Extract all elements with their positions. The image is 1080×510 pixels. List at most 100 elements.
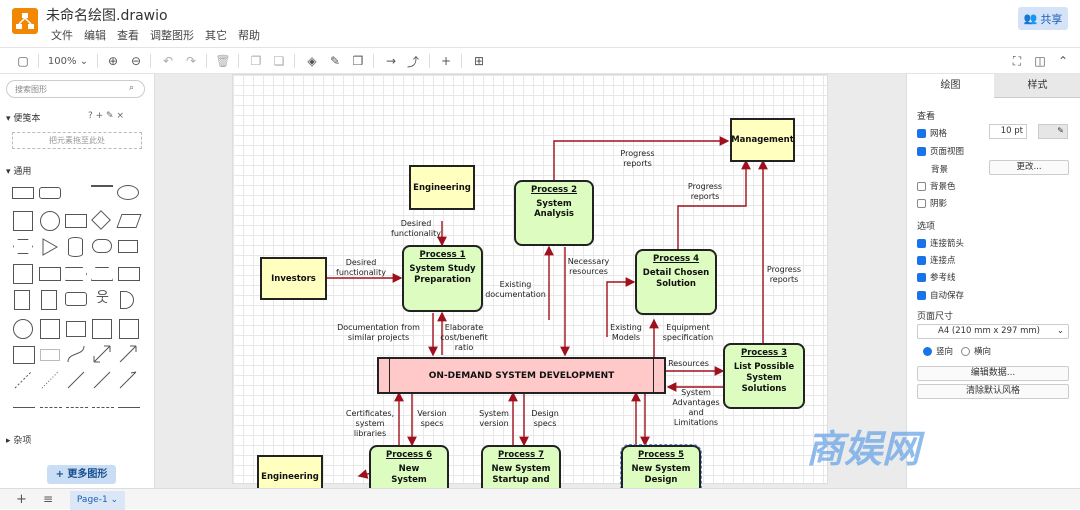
- page-size-select[interactable]: A4 (210 mm x 297 mm)⌄: [917, 324, 1069, 339]
- shape-directional-connector[interactable]: [118, 370, 138, 390]
- shape-dashed-arrow[interactable]: [66, 407, 88, 408]
- shape-trapezoid[interactable]: [91, 267, 113, 281]
- general-header[interactable]: ▾ 通用: [6, 167, 32, 177]
- shape-bidirectional-connector[interactable]: [92, 370, 112, 390]
- shadow-icon[interactable]: ❒: [352, 54, 364, 68]
- line-color-icon[interactable]: ✎: [329, 54, 341, 68]
- shape-hexagon[interactable]: [13, 239, 33, 254]
- shape-tape[interactable]: [118, 267, 140, 281]
- shape-parallelogram[interactable]: [116, 214, 142, 228]
- shape-callout[interactable]: [65, 292, 87, 306]
- landscape-radio[interactable]: 横向: [961, 345, 991, 357]
- format-panel-toggle-icon[interactable]: ▢: [17, 54, 29, 68]
- scratchpad-header[interactable]: ▾ 便笺本: [6, 114, 41, 124]
- shape-curve[interactable]: [66, 344, 86, 364]
- shape-swimlane[interactable]: [13, 346, 35, 364]
- connection-icon[interactable]: →: [385, 54, 397, 68]
- page-view-checkbox[interactable]: 页面视图: [917, 145, 964, 157]
- menu-view[interactable]: 查看: [117, 29, 139, 42]
- shape-ellipse[interactable]: [117, 185, 139, 200]
- to-front-icon[interactable]: ❐: [250, 54, 262, 68]
- background-color-checkbox[interactable]: 背景色: [917, 180, 956, 192]
- document-title[interactable]: 未命名绘图.drawio: [46, 8, 168, 24]
- zoom-in-icon[interactable]: ⊕: [107, 54, 119, 68]
- shape-data-storage[interactable]: [40, 319, 60, 339]
- grid-checkbox[interactable]: 网格: [917, 127, 947, 139]
- shape-arrow[interactable]: [118, 344, 138, 364]
- shape-dotted-line[interactable]: [40, 370, 60, 390]
- node-investors[interactable]: Investors: [260, 257, 327, 300]
- search-icon[interactable]: ⌕: [129, 83, 135, 93]
- zoom-out-icon[interactable]: ⊖: [130, 54, 142, 68]
- change-background-button[interactable]: 更改...: [989, 160, 1069, 175]
- shape-link[interactable]: [13, 407, 35, 408]
- shape-rectangle[interactable]: [12, 187, 34, 199]
- redo-icon[interactable]: ↷: [185, 54, 197, 68]
- shape-frame[interactable]: [92, 319, 112, 339]
- shape-rounded-rectangle[interactable]: [39, 187, 61, 199]
- connection-points-checkbox[interactable]: 连接点: [917, 254, 956, 266]
- node-main-process[interactable]: ON-DEMAND SYSTEM DEVELOPMENT: [377, 357, 666, 394]
- shape-line[interactable]: [66, 370, 86, 390]
- format-toggle-icon[interactable]: ◫: [1034, 54, 1046, 68]
- shape-connector-arrow[interactable]: [118, 407, 140, 408]
- grid-color-button[interactable]: ✎: [1038, 124, 1068, 139]
- shape-dotted-arrow[interactable]: [92, 407, 114, 408]
- node-management[interactable]: Management: [730, 118, 795, 162]
- node-process-5[interactable]: Process 5 New System Design: [620, 444, 702, 488]
- shape-internal-storage[interactable]: [13, 264, 33, 284]
- tab-style[interactable]: 样式: [994, 74, 1080, 98]
- shape-cloud[interactable]: [92, 239, 112, 253]
- portrait-radio[interactable]: 竖向: [923, 345, 953, 357]
- shape-cylinder[interactable]: [68, 237, 83, 257]
- page-tab[interactable]: Page-1 ⌄: [70, 491, 125, 510]
- zoom-select[interactable]: 100% ⌄: [47, 55, 89, 67]
- node-process-7[interactable]: Process 7 New System Startup and: [481, 445, 561, 488]
- shape-list[interactable]: [66, 321, 86, 337]
- shape-step[interactable]: [65, 267, 87, 281]
- node-engineering[interactable]: Engineering: [409, 165, 475, 210]
- add-page-icon[interactable]: +: [16, 492, 27, 507]
- shape-container[interactable]: [119, 319, 139, 339]
- clear-default-style-button[interactable]: 清除默认风格: [917, 384, 1069, 399]
- node-process-2[interactable]: Process 2 System Analysis: [514, 180, 594, 246]
- tab-diagram[interactable]: 绘图: [907, 74, 994, 98]
- table-icon[interactable]: ⊞: [473, 54, 485, 68]
- grid-size-input[interactable]: 10 pt: [989, 124, 1027, 139]
- shape-dashed-line[interactable]: [13, 370, 33, 390]
- shape-bidirectional-arrow[interactable]: [92, 344, 112, 364]
- diagram-page[interactable]: Management Engineering Investors Process…: [232, 74, 828, 488]
- guides-checkbox[interactable]: 参考线: [917, 271, 956, 283]
- share-button[interactable]: 👥 共享: [1018, 7, 1068, 30]
- shape-dashed-link[interactable]: [40, 407, 62, 408]
- shape-square[interactable]: [13, 211, 33, 231]
- shape-or[interactable]: [120, 291, 134, 309]
- menu-file[interactable]: 文件: [51, 29, 73, 42]
- node-process-4[interactable]: Process 4 Detail Chosen Solution: [635, 249, 717, 315]
- fill-color-icon[interactable]: ◈: [307, 54, 317, 68]
- shape-text-box[interactable]: [40, 349, 60, 361]
- scratchpad-actions[interactable]: ? + ✎ ×: [88, 111, 124, 121]
- shape-circle[interactable]: [40, 211, 60, 231]
- to-back-icon[interactable]: ❏: [273, 54, 285, 68]
- more-shapes-button[interactable]: + 更多图形: [47, 465, 116, 484]
- node-engineering-2[interactable]: Engineering: [257, 455, 323, 488]
- diagram-canvas[interactable]: Management Engineering Investors Process…: [155, 74, 906, 488]
- shadow-checkbox[interactable]: 阴影: [917, 197, 947, 209]
- menu-extras[interactable]: 其它: [205, 29, 227, 42]
- shape-triangle[interactable]: [41, 238, 59, 256]
- fullscreen-icon[interactable]: ⛶: [1012, 53, 1022, 68]
- collapse-icon[interactable]: ⌃: [1057, 54, 1069, 68]
- node-process-3[interactable]: Process 3 List Possible System Solutions: [723, 343, 805, 409]
- scratchpad-dropzone[interactable]: 把元素拖至此处: [12, 132, 142, 149]
- shape-actor[interactable]: 웃: [96, 290, 109, 306]
- shape-process[interactable]: [65, 214, 87, 228]
- undo-icon[interactable]: ↶: [162, 54, 174, 68]
- shape-diamond[interactable]: [91, 210, 111, 230]
- shape-or-circle[interactable]: [13, 319, 33, 339]
- shape-heading[interactable]: [91, 185, 113, 199]
- waypoints-icon[interactable]: ⤴: [406, 54, 419, 69]
- shape-document[interactable]: [118, 240, 138, 253]
- edit-data-button[interactable]: 编辑数据...: [917, 366, 1069, 381]
- shape-card[interactable]: [41, 290, 57, 310]
